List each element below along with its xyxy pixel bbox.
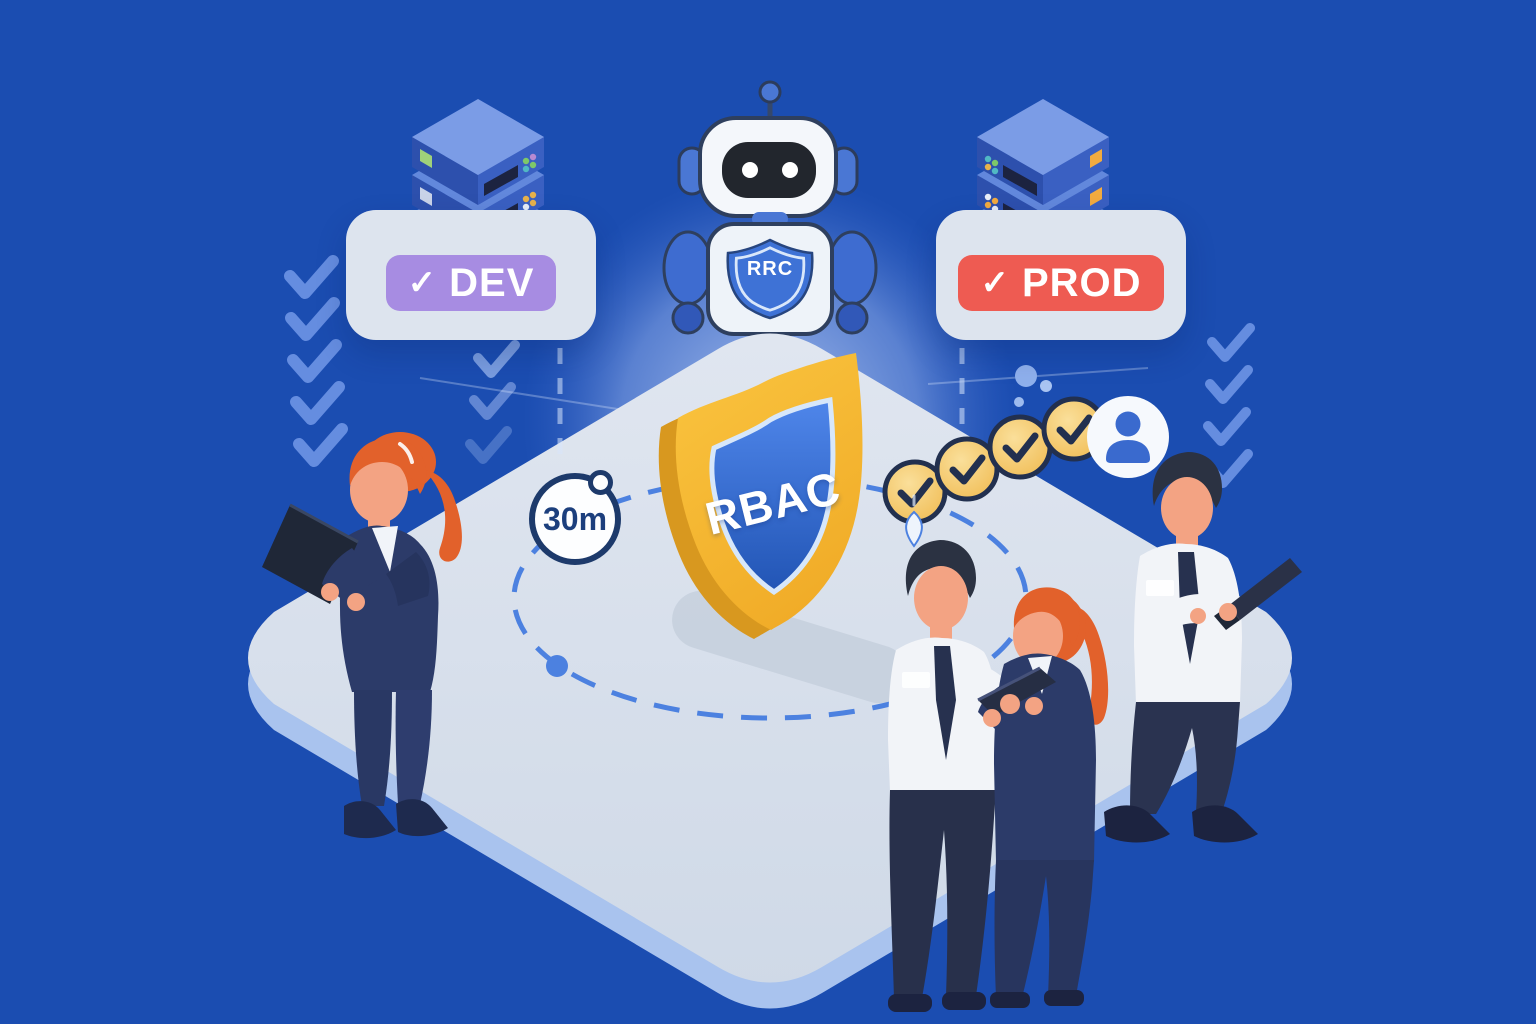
- robot-emblem-label: RRC: [746, 258, 794, 280]
- pin-icon: [905, 494, 923, 548]
- checkmark-icon: [465, 426, 512, 464]
- checkmark-icon: [285, 297, 340, 341]
- checkmark-icon: [473, 340, 520, 378]
- approval-step-icon: [987, 414, 1053, 480]
- checkmark-icon: [1203, 407, 1251, 446]
- dev-badge: ✓ DEV: [385, 255, 557, 311]
- left-checkmarks-column: [284, 255, 348, 467]
- checkmark-icon: [284, 255, 339, 299]
- person-pair: [888, 540, 1109, 1012]
- dev-environment-card: ✓ DEV: [346, 210, 596, 340]
- person-right-engineer: [1104, 452, 1302, 843]
- checkmark-icon: [293, 423, 348, 467]
- timer-knob-icon: [588, 470, 613, 495]
- rbac-shield-icon: [658, 353, 863, 639]
- dev-badge-label: DEV: [449, 261, 535, 305]
- mid-checkmarks: [465, 340, 520, 464]
- check-icon: ✓: [407, 264, 438, 302]
- timer-badge: 30m: [529, 470, 621, 565]
- checkmark-icon: [1207, 323, 1255, 362]
- prod-badge: ✓ PROD: [958, 255, 1164, 311]
- prod-badge-label: PROD: [1021, 261, 1142, 305]
- robot-icon: [662, 80, 878, 336]
- checkmark-icon: [469, 382, 516, 420]
- user-avatar-icon: [1087, 396, 1169, 478]
- approval-chain: [882, 396, 1169, 548]
- prod-environment-card: ✓ PROD: [936, 210, 1186, 340]
- checkmark-icon: [1205, 365, 1253, 404]
- person-left-auditor: [262, 432, 462, 839]
- check-icon: ✓: [980, 264, 1010, 302]
- checkmark-icon: [287, 339, 342, 383]
- card-drop-lines: [557, 348, 965, 468]
- checkmark-icon: [290, 381, 345, 425]
- timer-label: 30m: [542, 500, 608, 537]
